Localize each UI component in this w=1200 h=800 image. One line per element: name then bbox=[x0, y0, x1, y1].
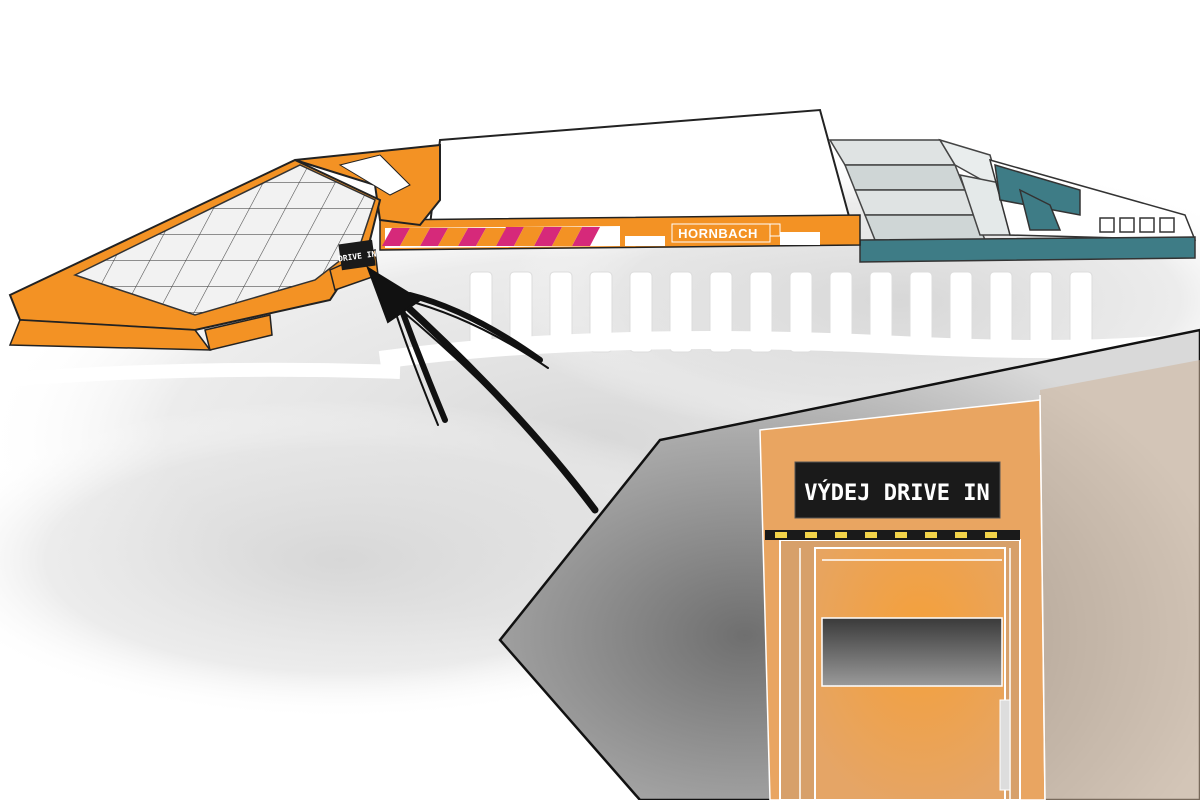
left-wing: DRIVE IN bbox=[8, 143, 441, 351]
small-drive-in-sign: DRIVE IN bbox=[338, 239, 377, 271]
warning-stripe bbox=[765, 530, 1020, 540]
hornbach-logo-text: HORNBACH bbox=[678, 226, 758, 241]
hornbach-sign: HORNBACH bbox=[671, 223, 781, 243]
vydej-drive-in-sign: VÝDEJ DRIVE IN bbox=[794, 461, 1001, 519]
facade-stripes bbox=[382, 226, 820, 248]
drive-in-inset: VÝDEJ DRIVE IN bbox=[498, 328, 1200, 800]
vydej-drive-in-text: VÝDEJ DRIVE IN bbox=[804, 480, 989, 506]
store-building: HORNBACH bbox=[379, 108, 1197, 263]
pointer-arrow-icon bbox=[366, 265, 599, 514]
teal-wing bbox=[859, 158, 1197, 263]
